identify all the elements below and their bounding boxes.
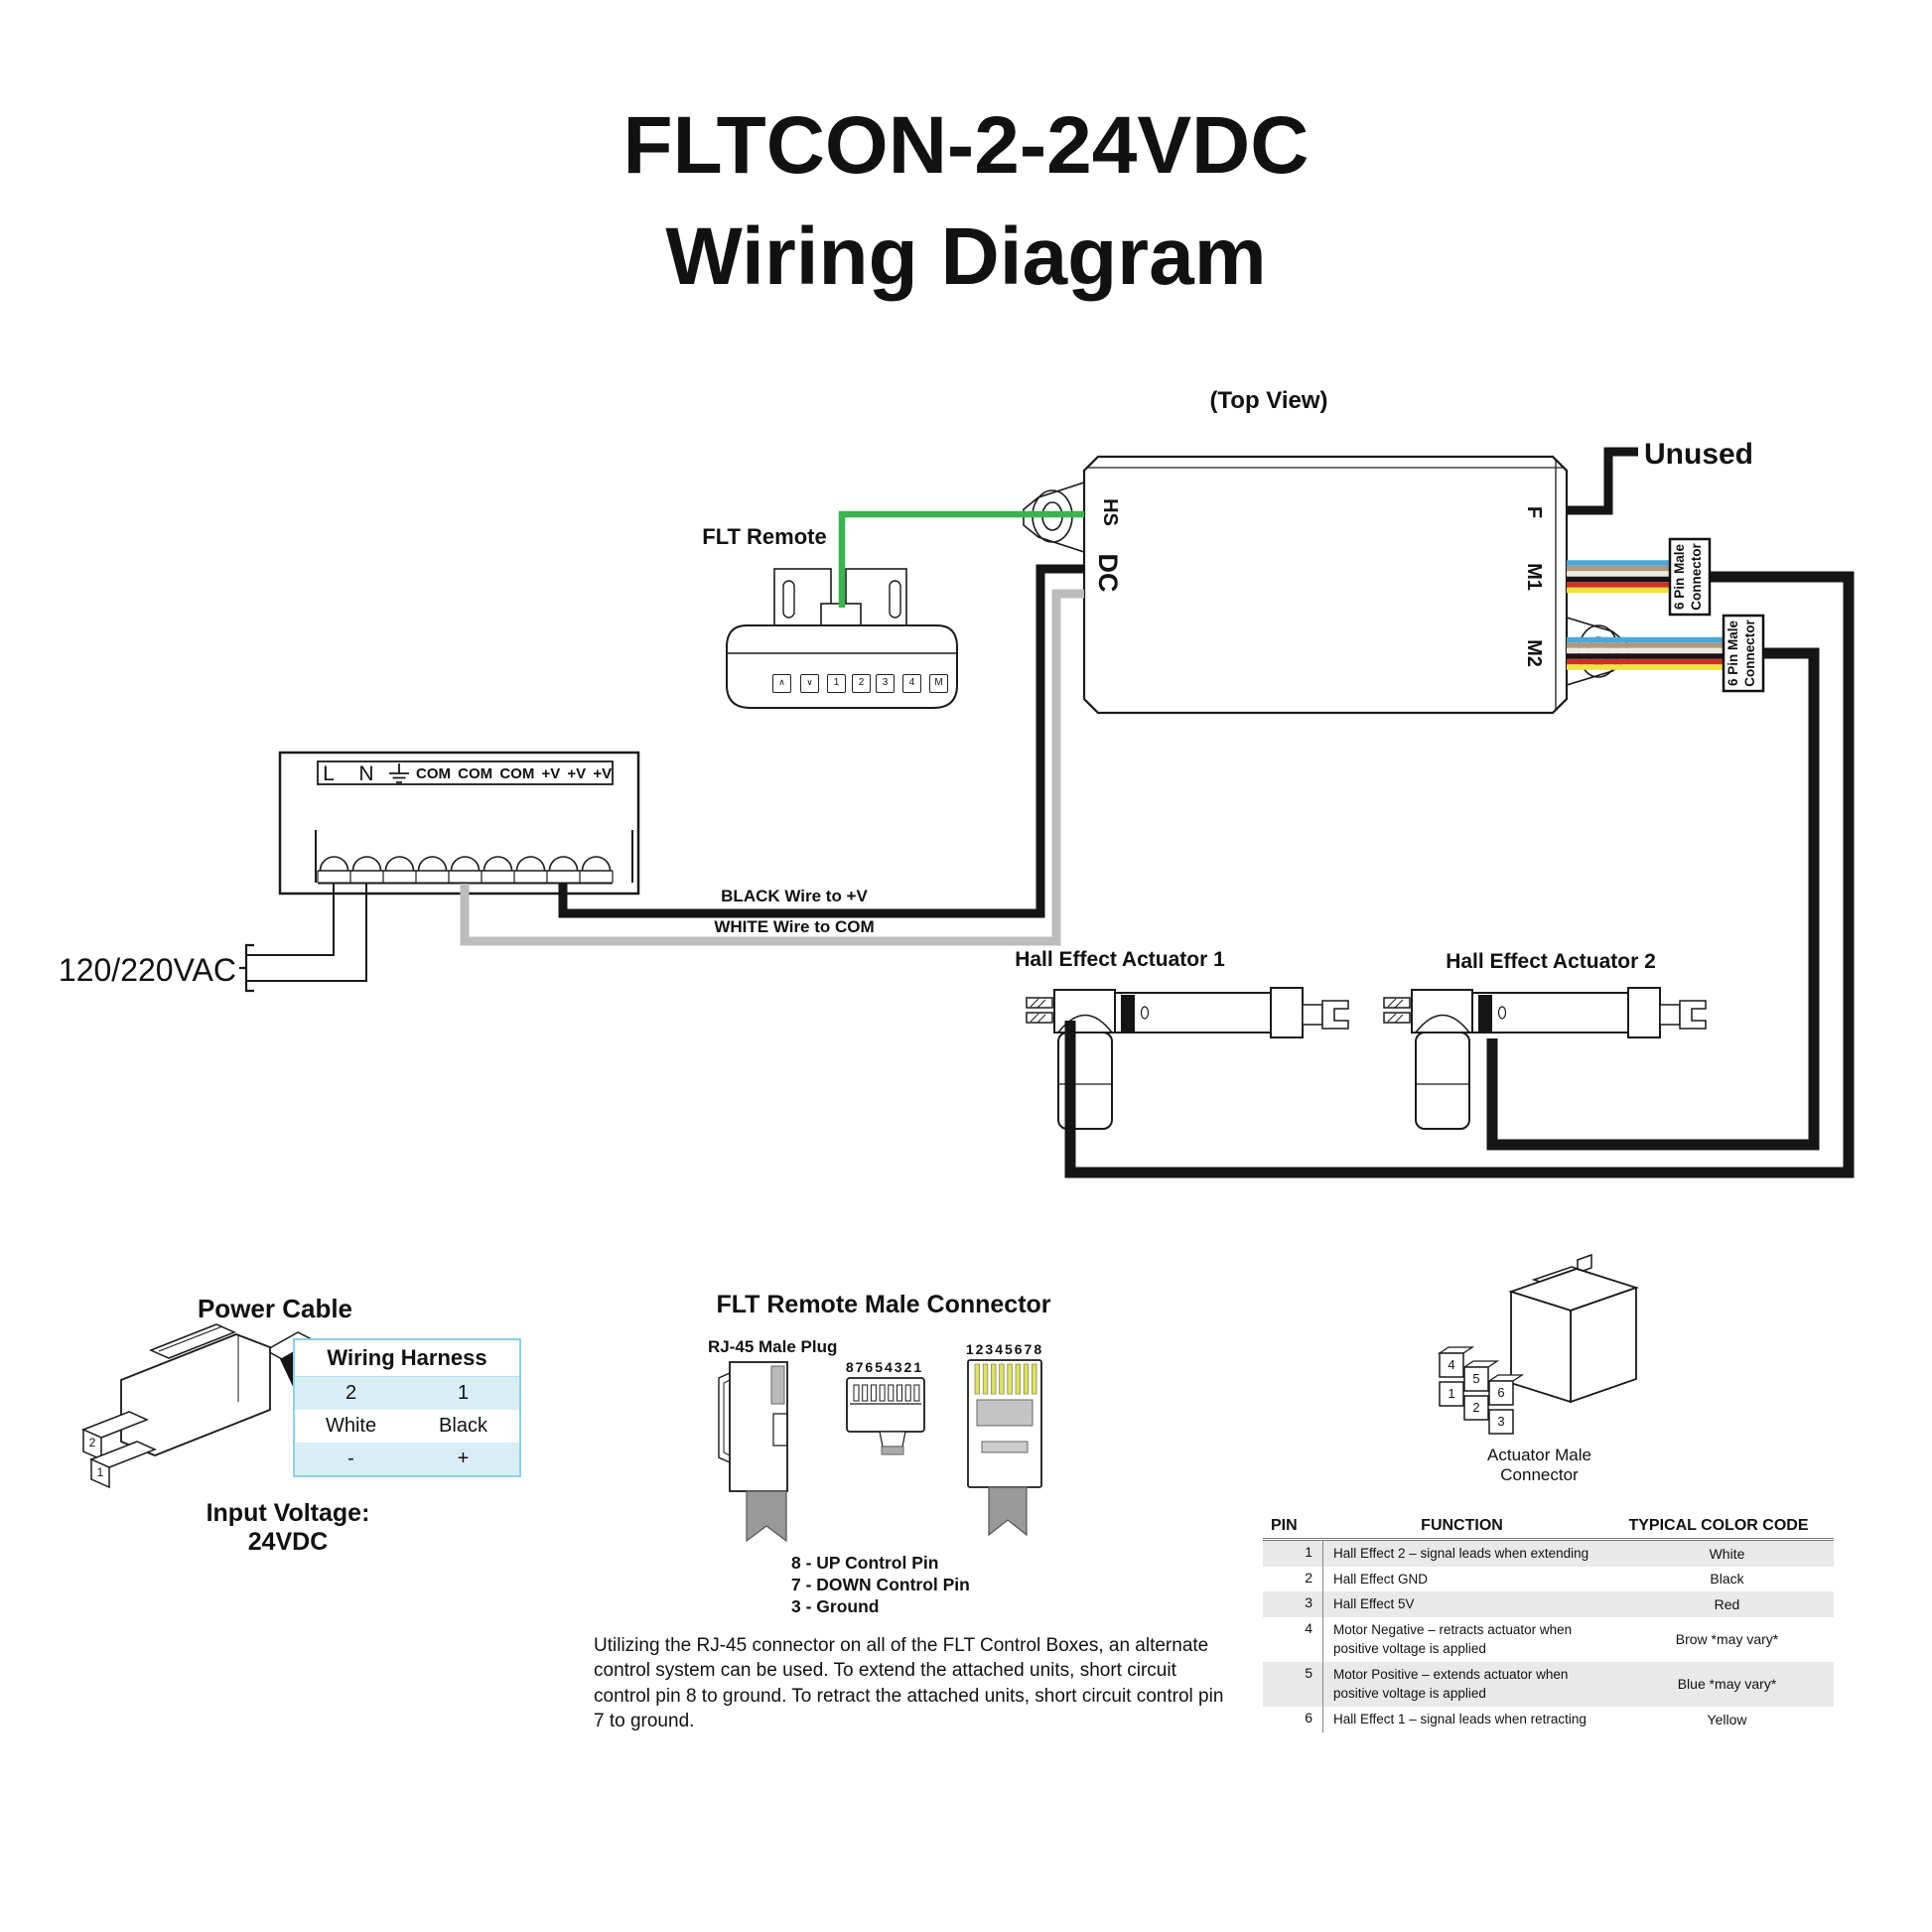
power-cable-pin-1: 1 <box>96 1465 104 1479</box>
flt-remote-label: FLT Remote <box>702 524 827 549</box>
black-plus-v-wire <box>558 564 1084 918</box>
amc-pin-4: 4 <box>1448 1357 1455 1372</box>
top-view-label: (Top View) <box>1209 387 1328 414</box>
pin6-connector-2-label: 6 Pin Male Connector <box>1725 620 1757 687</box>
pin-note-ground: 3 - Ground <box>791 1596 880 1616</box>
table-row: 2 Hall Effect GND Black <box>1263 1566 1834 1592</box>
remote-button-down: ∨ <box>800 674 819 693</box>
pin-function-table: PIN FUNCTION TYPICAL COLOR CODE 1 Hall E… <box>1263 1517 1834 1732</box>
actuator-1-label: Hall Effect Actuator 1 <box>1015 948 1225 971</box>
wiring-harness-header: Wiring Harness <box>295 1340 519 1377</box>
table-row: 5 Motor Positive – extends actuator when… <box>1263 1661 1834 1707</box>
ac-voltage-label: 120/220VAC <box>58 952 236 988</box>
terminal-com-v-labels: COM COM COM +V +V +V <box>416 765 613 782</box>
rj45-bottom-pin-numbers: 87654321 <box>845 1359 924 1375</box>
actuator-connector-caption-2: Connector <box>1500 1465 1579 1484</box>
pin-note-up: 8 - UP Control Pin <box>791 1553 939 1573</box>
remote-button-3: 3 <box>876 674 895 693</box>
input-voltage-label: Input Voltage: <box>206 1499 370 1527</box>
green-remote-wire <box>838 510 1084 608</box>
port-m2-label: M2 <box>1523 639 1545 667</box>
ac-wire-n <box>246 884 367 982</box>
amc-pin-6: 6 <box>1497 1385 1505 1400</box>
white-com-wire <box>460 589 1084 946</box>
flt-connector-title: FLT Remote Male Connector <box>716 1291 1051 1318</box>
cable-flag <box>988 1486 1028 1537</box>
terminal-l-label: L <box>323 762 335 785</box>
pin6-connector-2-box <box>1722 614 1765 693</box>
rj45-front-pin-numbers: 12345678 <box>965 1341 1044 1357</box>
table-row: 1 Hall Effect 2 – signal leads when exte… <box>1263 1541 1834 1567</box>
amc-pin-2: 2 <box>1472 1400 1480 1415</box>
terminal-n-label: N <box>358 762 374 785</box>
pin6-connector-1-label: 6 Pin Male Connector <box>1672 543 1704 611</box>
table-row: 3 Hall Effect 5V Red <box>1263 1591 1834 1617</box>
pin6-connector-1-box <box>1668 537 1712 617</box>
amc-pin-1: 1 <box>1448 1386 1455 1401</box>
remote-button-4: 4 <box>902 674 921 693</box>
pin-table-header: PIN FUNCTION TYPICAL COLOR CODE <box>1263 1517 1834 1541</box>
unused-label: Unused <box>1644 438 1754 471</box>
wires <box>239 447 1855 1178</box>
black-wire-label: BLACK Wire to +V <box>721 887 868 905</box>
table-row: -+ <box>295 1443 519 1475</box>
table-row: 6 Hall Effect 1 – signal leads when retr… <box>1263 1706 1834 1732</box>
m1-ribbon-cable <box>1567 560 1670 594</box>
ac-bracket <box>239 943 254 993</box>
actuator-connector-caption-1: Actuator Male <box>1487 1446 1591 1464</box>
remote-button-2: 2 <box>852 674 871 693</box>
rj45-bottom-view <box>846 1377 925 1455</box>
table-row: 4 Motor Negative – retracts actuator whe… <box>1263 1616 1834 1662</box>
power-cable-title: Power Cable <box>197 1294 353 1323</box>
page-title-line2: Wiring Diagram <box>665 211 1267 302</box>
page-title-line1: FLTCON-2-24VDC <box>622 100 1310 191</box>
rj45-side-view <box>718 1361 788 1543</box>
unused-wire <box>1567 447 1638 515</box>
pin-note-down: 7 - DOWN Control Pin <box>791 1575 970 1594</box>
power-cable-pin-2: 2 <box>88 1436 96 1449</box>
hall-actuator-2-drawing <box>1383 987 1707 1130</box>
rj45-male-plug-label: RJ-45 Male Plug <box>708 1337 838 1356</box>
actuator-2-label: Hall Effect Actuator 2 <box>1446 950 1656 973</box>
rj45-front-view <box>967 1359 1042 1537</box>
remote-button-up: ∧ <box>772 674 791 693</box>
ground-icon <box>389 763 409 783</box>
amc-pin-3: 3 <box>1497 1414 1505 1429</box>
port-dc-label: DC <box>1093 553 1123 593</box>
input-voltage-value: 24VDC <box>247 1528 329 1556</box>
amc-pin-5: 5 <box>1472 1371 1480 1386</box>
remote-button-m: M <box>929 674 948 693</box>
remote-button-1: 1 <box>827 674 846 693</box>
rj45-paragraph: Utilizing the RJ-45 connector on all of … <box>594 1635 1224 1731</box>
m1-actuator-cable <box>1064 571 1855 1178</box>
power-supply-drawing <box>278 751 640 896</box>
ac-wire-l <box>246 884 335 956</box>
white-wire-label: WHITE Wire to COM <box>714 917 875 936</box>
m2-actuator-cable <box>1486 647 1820 1151</box>
cable-flag <box>746 1490 787 1543</box>
actuator-male-connector-drawing <box>1437 1253 1639 1435</box>
m2-ribbon-cable <box>1567 636 1724 670</box>
